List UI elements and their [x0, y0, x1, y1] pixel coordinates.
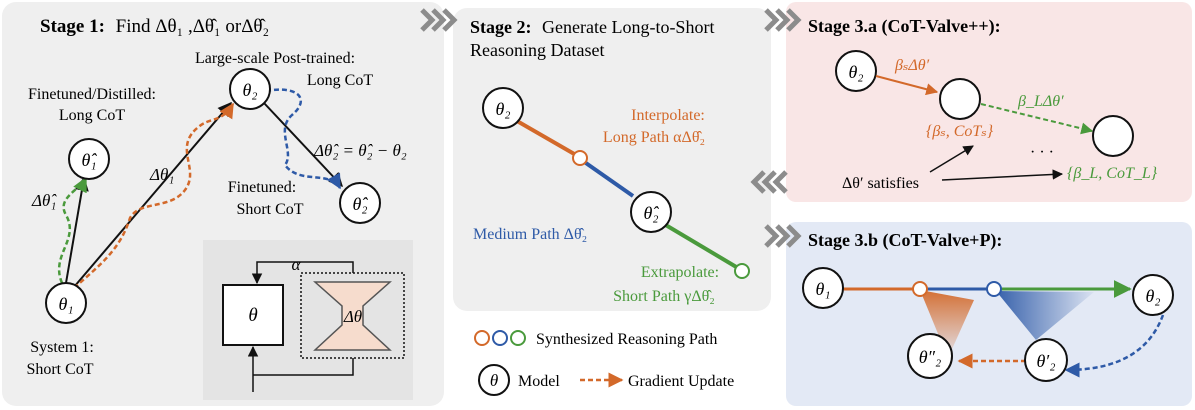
label-short-line1: Finetuned:: [228, 179, 296, 196]
node-theta1-hat: θ̂₁: [68, 138, 110, 180]
legend-gradient-label: Gradient Update: [628, 373, 734, 390]
label-extrapolate-line1: Extrapolate:: [641, 264, 719, 281]
path-long-orange: [516, 119, 577, 157]
point-3b-blue: [986, 281, 1002, 297]
point-extrapolate: [734, 263, 750, 279]
gradient-path-orange: [73, 102, 235, 289]
node-theta2-prime: θ′₂: [1024, 338, 1068, 382]
arrow-delta-theta1: [73, 101, 232, 288]
inset-model-theta: θ: [248, 305, 257, 326]
stage1-title: Stage 1: Find Δθ₁ ,Δθ̂₁ orΔθ̂₂: [40, 16, 269, 37]
svg-text:θ₁: θ₁: [815, 279, 830, 299]
node-beta-l-result: [1092, 115, 1134, 157]
inset-alpha: α: [292, 255, 302, 274]
svg-text:θ̂₂: θ̂₂: [352, 194, 368, 214]
node-theta2-s3a: θ₂: [835, 50, 877, 92]
point-interpolate: [572, 150, 588, 166]
fan-blue: [996, 291, 1094, 340]
legend-model-icon: θ: [478, 364, 510, 396]
svg-text:θ₂: θ₂: [495, 99, 510, 119]
svg-text:θ₂: θ₂: [242, 80, 257, 100]
legend-synth-icon: [474, 330, 526, 346]
node-theta2-s3b: θ₂: [1132, 274, 1174, 316]
stage2-panel: [453, 8, 771, 311]
label-finetuned-line2: Long CoT: [59, 107, 125, 124]
chevron-right-icon: [764, 224, 802, 248]
path-medium-blue: [581, 159, 635, 198]
label-dots: · · ·: [1030, 144, 1054, 161]
legend-synth-label: Synthesized Reasoning Path: [536, 331, 717, 348]
stage2-title-line1: Stage 2: Generate Long-to-Short: [470, 17, 714, 37]
arrow-beta-l: [980, 103, 1094, 135]
svg-text:θ: θ: [490, 371, 498, 390]
inset-valve-box: [300, 272, 405, 359]
svg-text:θ̂₁: θ̂₁: [81, 150, 97, 170]
inset-flow-bottom: [253, 358, 354, 376]
node-theta2: θ₂: [229, 68, 271, 110]
label-large-line1: Large-scale Post-trained:: [195, 50, 355, 67]
node-theta2-hat: θ̂₂: [339, 182, 381, 224]
svg-text:θ₂: θ₂: [1145, 286, 1160, 306]
fan-orange: [920, 290, 974, 358]
arrow-beta-s: [875, 75, 939, 96]
label-system-line1: System 1:: [30, 339, 94, 356]
inset-flow-top: [251, 261, 354, 285]
node-beta-s-result: [939, 78, 981, 120]
label-set-s: {βₛ, CoTₛ}: [926, 123, 994, 140]
node-theta1: θ₁: [45, 282, 87, 324]
gradient-3b-blue: [1064, 314, 1165, 378]
arrow-satisfies-l: [941, 169, 1064, 181]
valve-icon: [313, 281, 392, 351]
node-theta2-double-prime: θ″₂: [907, 333, 953, 379]
label-beta-s: βₛΔθ′: [894, 57, 930, 74]
stage2-title-line2: Reasoning Dataset: [470, 40, 604, 60]
arrow-satisfies-s: [929, 145, 974, 173]
label-delta-theta1-hat: Δθ̂₁: [31, 191, 57, 210]
svg-text:θ̂₂: θ̂₂: [643, 203, 659, 223]
chevron-left-icon: [750, 170, 788, 194]
label-extrapolate-line2: Short Path γΔθ̂₂: [613, 288, 715, 305]
stage3a-title: Stage 3.a (CoT-Valve++):: [808, 16, 1001, 37]
point-3b-orange: [912, 281, 928, 297]
legend-model-label: Model: [518, 373, 560, 390]
path-short-green: [662, 222, 740, 270]
gradient-path-green: [57, 176, 88, 284]
label-set-l: {β_L, CoT_L}: [1067, 165, 1158, 182]
arrow-delta-theta1-hat: [65, 176, 89, 284]
stage3b-panel: [786, 222, 1192, 406]
gradient-path-blue: [265, 88, 342, 190]
chevron-right-icon: [420, 8, 458, 32]
svg-text:θ₂: θ₂: [848, 62, 863, 82]
label-delta-theta2-eq: Δθ̂₂ = θ̂₂ − θ₂: [313, 141, 407, 160]
label-short-line2: Short CoT: [236, 201, 303, 218]
stage3a-panel: [786, 2, 1192, 202]
node-theta1-s3b: θ₁: [802, 267, 844, 309]
svg-text:θ′₂: θ′₂: [1036, 351, 1055, 371]
label-finetuned-line1: Finetuned/Distilled:: [28, 86, 156, 103]
svg-text:θ″₂: θ″₂: [919, 347, 942, 367]
arrow-delta-theta2-hat: [263, 102, 343, 188]
label-system-line2: Short CoT: [26, 361, 93, 378]
node-theta2-s2: θ₂: [482, 87, 524, 129]
label-satisfies: Δθ′ satisfies: [842, 175, 919, 192]
label-interpolate-line2: Long Path αΔθ̂₂: [603, 129, 705, 146]
label-medium: Medium Path Δθ̂₂: [473, 226, 587, 243]
label-interpolate-line1: Interpolate:: [631, 107, 705, 124]
inset-valve-delta: Δθ: [343, 307, 362, 326]
label-beta-l: β_LΔθ′: [1017, 93, 1064, 110]
stage3b-title: Stage 3.b (CoT-Valve+P):: [808, 230, 1002, 251]
chevron-right-icon: [764, 8, 802, 32]
node-theta2-hat-s2: θ̂₂: [630, 191, 672, 233]
label-large-line2: Long CoT: [307, 72, 373, 89]
inset-model-box: [222, 284, 284, 346]
label-delta-theta1: Δθ₁: [149, 165, 174, 184]
svg-text:θ₁: θ₁: [58, 294, 73, 314]
